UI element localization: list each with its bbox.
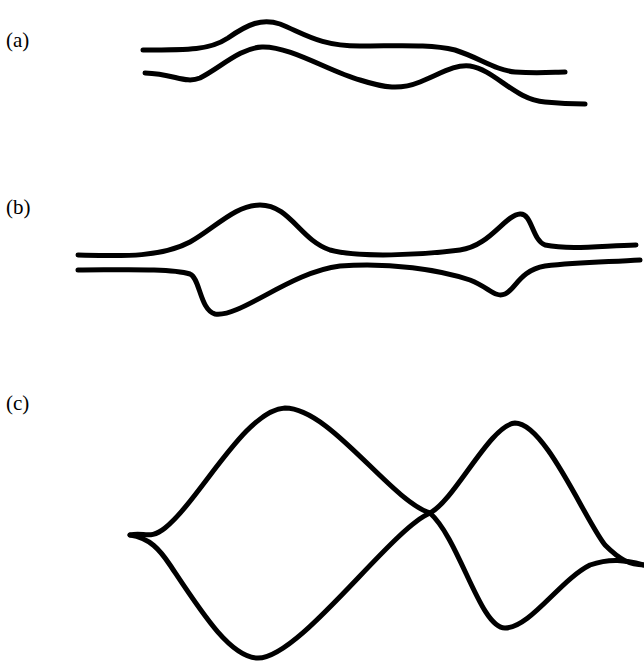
panel-label: (c) — [6, 393, 29, 414]
upper-curve — [143, 22, 565, 73]
upper-curve — [78, 205, 636, 256]
panel-a-curves — [143, 22, 585, 104]
panel-c-curves — [130, 408, 644, 658]
panel-label: (a) — [6, 30, 29, 51]
panel-b-curves — [78, 205, 640, 314]
lower-curve — [130, 513, 644, 658]
panel-label: (b) — [6, 197, 31, 218]
lower-curve — [145, 47, 585, 104]
upper-curve — [130, 408, 644, 565]
lower-curve — [78, 260, 640, 314]
